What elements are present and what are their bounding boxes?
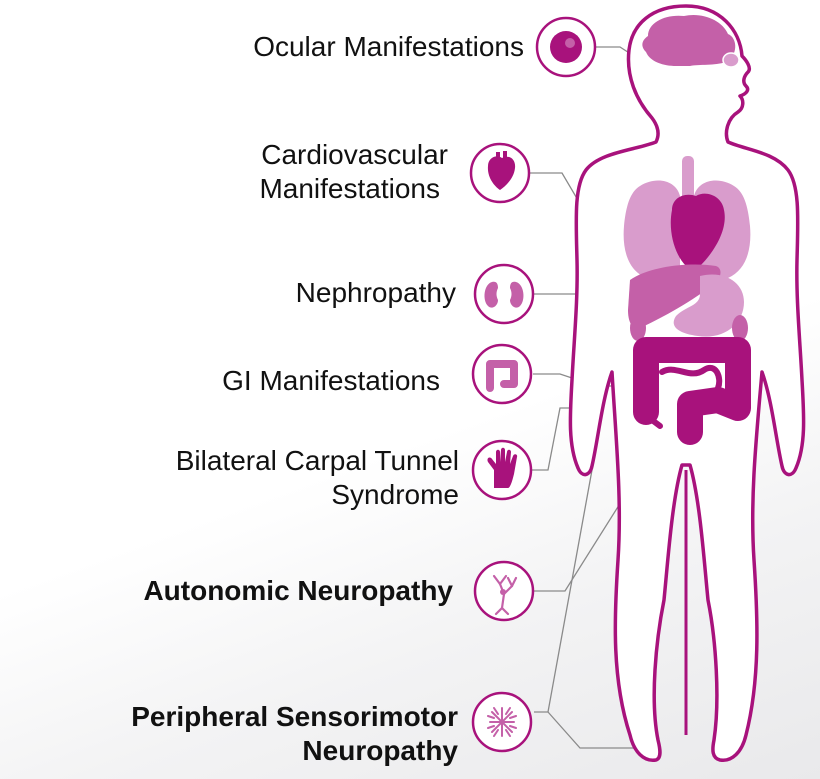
icon-cardiovascular	[471, 144, 529, 202]
label-carpal-tunnel: Bilateral Carpal Tunnel Syndrome	[176, 444, 459, 512]
icon-peripheral	[473, 693, 531, 751]
label-cardiovascular-line-2: Manifestations	[259, 172, 440, 206]
label-carpal-tunnel-line-2: Syndrome	[176, 478, 459, 512]
label-peripheral-line-2: Neuropathy	[131, 734, 458, 768]
label-gi: GI Manifestations	[222, 364, 440, 398]
label-cardiovascular: Cardiovascular Manifestations	[259, 138, 448, 206]
icon-carpal-tunnel	[473, 441, 531, 499]
icon-gi	[473, 345, 531, 403]
label-ocular: Ocular Manifestations	[253, 30, 524, 64]
label-nephropathy: Nephropathy	[296, 276, 456, 310]
label-nephropathy-line-1: Nephropathy	[296, 276, 456, 310]
label-peripheral-line-1: Peripheral Sensorimotor	[131, 700, 458, 734]
nerve-branch-icon	[488, 708, 516, 736]
label-cardiovascular-line-1: Cardiovascular	[259, 138, 448, 172]
icon-ocular	[537, 18, 595, 76]
icon-autonomic	[475, 562, 533, 620]
eye-shape	[723, 53, 739, 67]
label-peripheral: Peripheral Sensorimotor Neuropathy	[131, 700, 458, 768]
label-autonomic-line-1: Autonomic Neuropathy	[143, 574, 453, 608]
icon-nephropathy	[475, 265, 533, 323]
label-carpal-tunnel-line-1: Bilateral Carpal Tunnel	[176, 444, 459, 478]
label-gi-line-1: GI Manifestations	[222, 364, 440, 398]
label-autonomic: Autonomic Neuropathy	[143, 574, 453, 608]
left-kidney-shape	[630, 315, 646, 341]
eye-icon	[550, 31, 582, 63]
label-ocular-line-1: Ocular Manifestations	[253, 30, 524, 64]
